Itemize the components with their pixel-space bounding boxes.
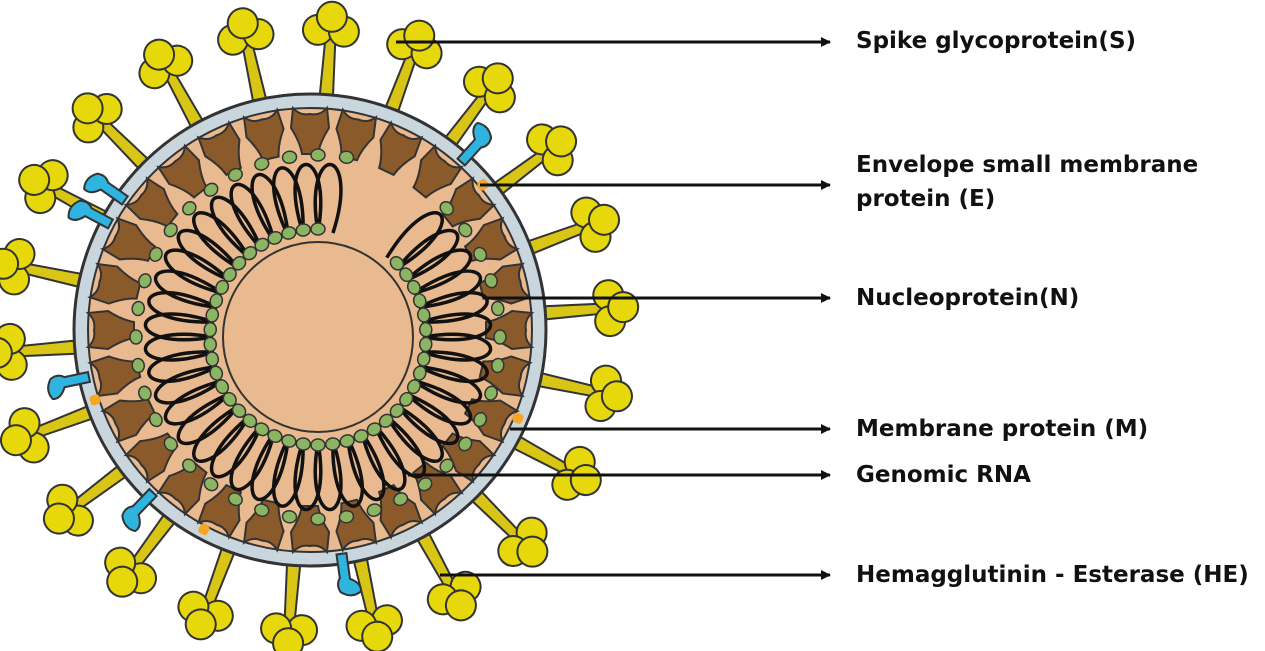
nucleoprotein-bead	[204, 322, 217, 337]
nucleoprotein-bead	[494, 330, 506, 344]
spike-bulb	[607, 291, 639, 323]
nucleoprotein-bead	[311, 223, 325, 235]
label-envelope-protein: Envelope small membrane protein (E)	[856, 148, 1198, 216]
label-membrane-text: Membrane protein (M)	[856, 412, 1148, 446]
label-nucleoprotein-text: Nucleoprotein(N)	[856, 281, 1079, 315]
label-membrane-protein: Membrane protein (M)	[856, 412, 1148, 446]
label-envelope-line2: protein (E)	[856, 182, 1198, 216]
nucleoprotein-bead	[204, 337, 217, 352]
label-genomic-rna: Genomic RNA	[856, 458, 1031, 492]
nucleoprotein-bead	[311, 439, 325, 451]
nucleoprotein-bead	[419, 322, 432, 337]
spike-bulb	[316, 1, 348, 33]
label-rna-text: Genomic RNA	[856, 458, 1031, 492]
nucleoprotein-bead	[311, 149, 325, 161]
label-nucleoprotein: Nucleoprotein(N)	[856, 281, 1079, 315]
nucleoprotein-bead	[130, 330, 142, 344]
label-he-text: Hemagglutinin - Esterase (HE)	[856, 558, 1249, 592]
label-spike-text: Spike glycoprotein(S)	[856, 24, 1136, 58]
label-envelope-line1: Envelope small membrane	[856, 148, 1198, 182]
core-hole	[223, 242, 413, 432]
nucleoprotein-bead	[419, 337, 432, 352]
nucleoprotein-bead	[311, 513, 325, 525]
label-hemagglutinin-esterase: Hemagglutinin - Esterase (HE)	[856, 558, 1249, 592]
label-spike-glycoprotein: Spike glycoprotein(S)	[856, 24, 1136, 58]
